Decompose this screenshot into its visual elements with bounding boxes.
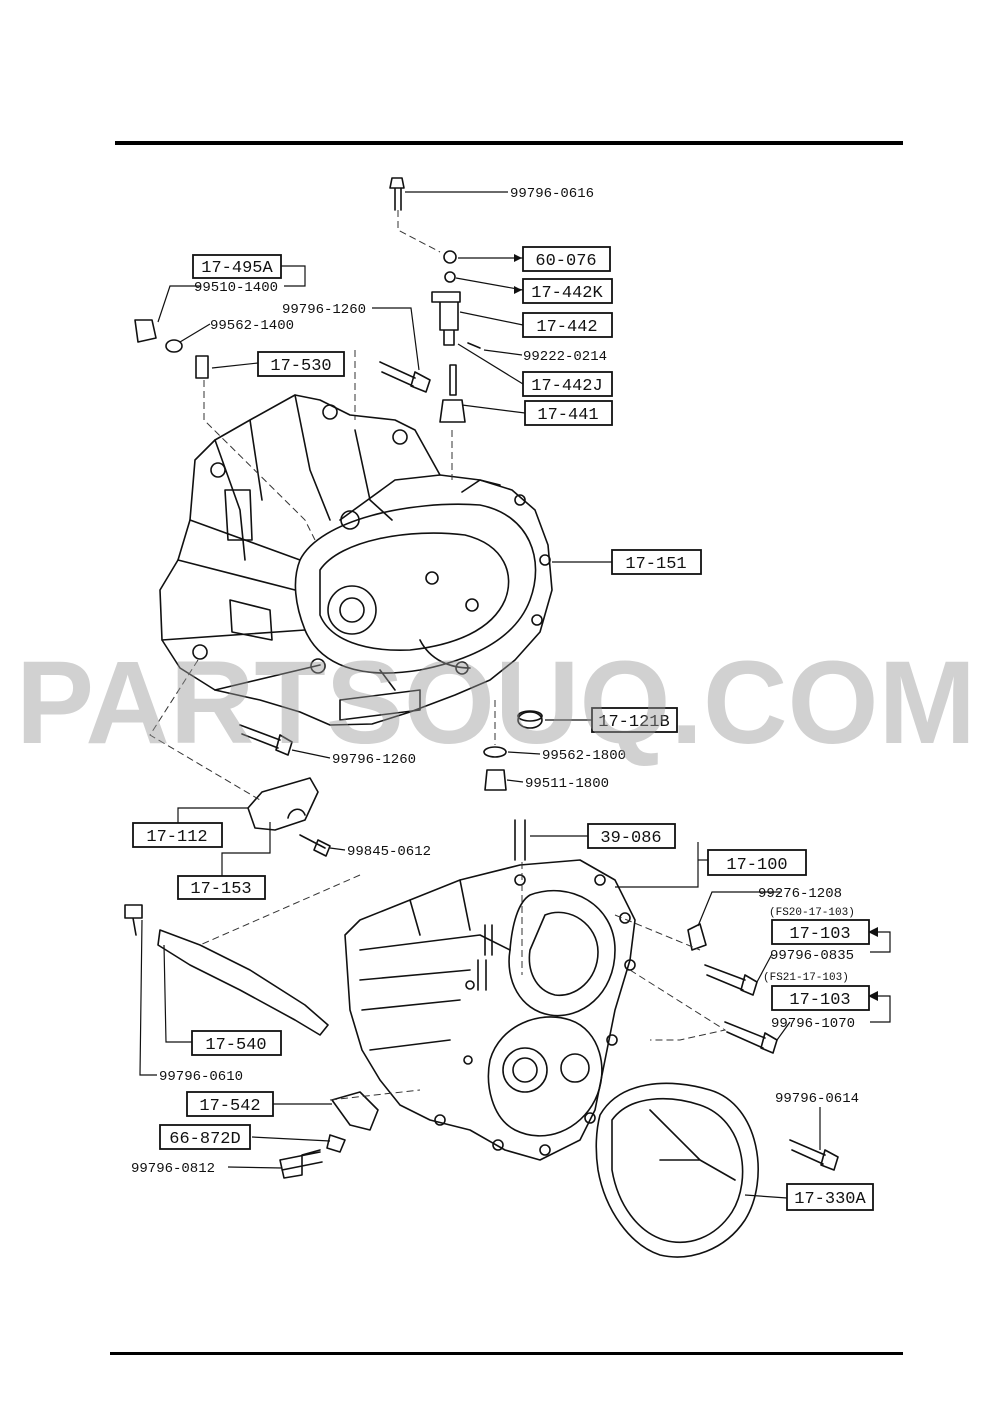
part-ref-66-872d: 66-872D [169,1130,240,1149]
part-number-99796-1070: 99796-1070 [771,1016,855,1032]
transaxle-case-drawing [344,819,636,1161]
part-ref-17-151: 17-151 [625,555,686,574]
label-boxes [132,246,874,1211]
clip-pin-drawing [326,1134,346,1153]
arrow-heads [514,254,878,1001]
boxed-label-texts: 17-495A 60-076 17-442K 17-442 17-530 17-… [146,252,866,1209]
part-ref-17-103-a: 17-103 [789,925,850,944]
clip-drawing [331,1091,379,1131]
part-number-99796-1260-top: 99796-1260 [282,302,366,318]
part-number-99796-0614: 99796-0614 [775,1091,859,1107]
right-bolt-2-drawing [724,1021,778,1054]
part-ref-17-100: 17-100 [726,856,787,875]
long-bracket-drawing [124,904,329,1036]
part-ref-17-540: 17-540 [205,1036,266,1055]
part-number-99796-0835: 99796-0835 [770,948,854,964]
part-number-99276-1208: 99276-1208 [758,886,842,902]
part-ref-17-442k: 17-442K [531,284,603,303]
drain-plug-drawing [134,319,209,379]
alignment-lines [149,210,727,1101]
watermark-text: PARTSOUQ.COM [16,637,976,769]
part-number-99562-1400: 99562-1400 [210,318,294,334]
lower-bolt-drawing [279,1149,323,1179]
part-ref-17-442j: 17-442J [531,377,602,396]
part-ref-17-441: 17-441 [537,406,598,425]
part-ref-17-330a: 17-330A [794,1190,866,1209]
part-number-99796-0812: 99796-0812 [131,1161,215,1177]
side-cover-drawing [595,1082,759,1258]
part-ref-39-086: 39-086 [600,829,661,848]
right-bolt-1-drawing [704,964,758,996]
part-ref-17-442: 17-442 [536,318,597,337]
part-number-99222-0214: 99222-0214 [523,349,607,365]
note-fs21-17-103: (FS21-17-103) [763,972,849,984]
part-number-99511-1800: 99511-1800 [525,776,609,792]
part-ref-17-121b: 17-121B [598,713,669,732]
mount-bracket-drawing [247,777,319,831]
part-ref-17-153: 17-153 [190,880,251,899]
part-ref-17-103-b: 17-103 [789,991,850,1010]
part-ref-17-112: 17-112 [146,828,207,847]
lower-plug-drawing [239,710,543,791]
cover-bolt-drawing [789,1139,839,1171]
part-number-99845-0612: 99845-0612 [347,844,431,860]
note-fs20-17-103: (FS20-17-103) [769,907,855,919]
part-ref-60-076: 60-076 [535,252,596,271]
leader-lines [139,191,891,1199]
part-number-texts: 99796-0616 99510-1400 99796-1260 99562-1… [131,186,859,1177]
clutch-housing-drawing [159,394,553,726]
part-ref-17-530: 17-530 [270,357,331,376]
part-ref-17-542: 17-542 [199,1097,260,1116]
clamp-drawing [687,923,707,951]
part-number-99796-1260-bottom: 99796-1260 [332,752,416,768]
bottom-rule [110,1352,903,1355]
small-bolt-drawing [299,834,331,857]
bolt-drawing [379,361,431,393]
part-number-99796-0616: 99796-0616 [510,186,594,202]
speedometer-parts-drawing [389,177,481,423]
part-ref-17-495a: 17-495A [201,259,273,278]
part-number-99796-0610: 99796-0610 [159,1069,243,1085]
top-rule [115,141,903,145]
part-number-99510-1400: 99510-1400 [194,280,278,296]
part-number-99562-1800: 99562-1800 [542,748,626,764]
